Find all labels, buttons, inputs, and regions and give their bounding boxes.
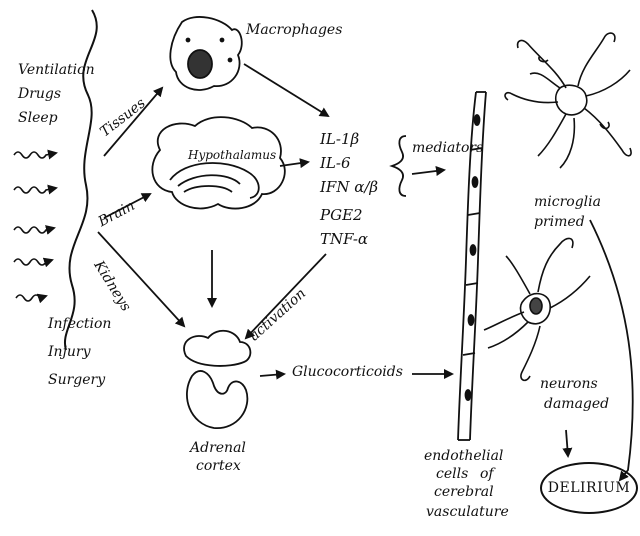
factor-drugs: Drugs [18,86,61,104]
mediator-pge2: PGE2 [320,206,363,225]
factor-ventilation: Ventilation [18,62,95,80]
mediator-il6: IL-6 [320,154,351,173]
endothelial-label-2: cells [436,466,468,484]
neurons-label-2: damaged [544,396,609,414]
factor-injury: Injury [48,344,91,362]
microglia-cell [505,33,631,168]
neuron-cell [484,238,590,380]
mediator-ifn: IFN α/β [320,178,378,197]
adrenal-gland [184,331,250,428]
microglia-label-2: primed [534,214,585,232]
factor-infection: Infection [48,316,111,334]
body-boundary-line [65,10,97,350]
microglia-label-1: microglia [534,194,601,212]
glucocorticoids-label: Glucocorticoids [292,364,403,382]
endothelial-label-1: endothelial [424,448,503,466]
delirium-box: DELIRIUM [540,462,638,514]
mediators-brace [392,136,406,196]
endothelial-label-4: cerebral [434,484,494,502]
endothelial-label-3: of [480,466,494,484]
adrenal-label-1: Adrenal [190,440,246,458]
pathway-arrows [98,64,633,480]
mediator-il1b: IL-1β [320,130,359,149]
endothelial-label-5: vasculature [426,504,509,522]
factor-sleep: Sleep [18,110,58,128]
mediators-label: mediators [412,140,483,158]
input-squiggles [14,152,56,301]
mediator-tnfa: TNF-α [320,230,368,249]
macrophages-label: Macrophages [246,22,342,40]
macrophage-cell [170,17,241,90]
factor-surgery: Surgery [48,372,105,390]
neurons-label-1: neurons [540,376,598,394]
delirium-label: DELIRIUM [548,480,630,496]
hypothalamus-label: Hypothalamus [188,148,276,163]
adrenal-label-2: cortex [196,458,241,476]
